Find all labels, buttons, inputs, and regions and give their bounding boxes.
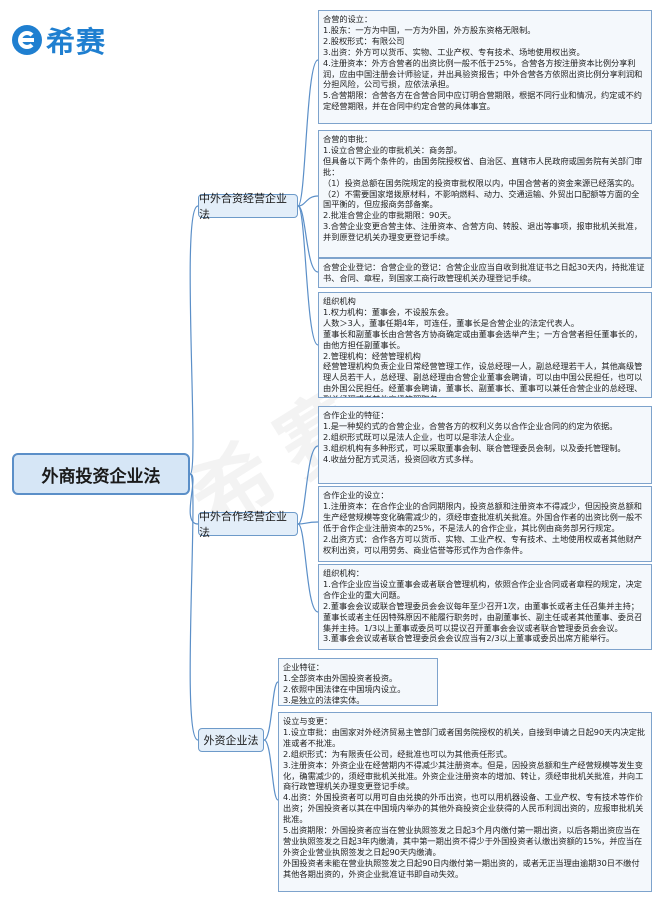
note-title: 组织机构 bbox=[323, 296, 356, 306]
note-box-jv-organization: 组织机构 1.权力机构：董事会，不设股东会。 人数＞3人，董事任期4年，可连任，… bbox=[318, 292, 652, 398]
note-line: 2.董事会会议或联合管理委员会会议每年至少召开1次，由董事长或者主任召集并主持；… bbox=[323, 600, 643, 633]
note-line: （2）不需要国家增拨原材料，不影响燃料、动力、交通运输、外贸出口配额等方面的全国… bbox=[323, 188, 640, 210]
note-box-wfoe-features: 企业特征： 1.全部资本由外国投资者投资。 2.依照中国法律在中国境内设立。 3… bbox=[278, 658, 438, 706]
note-title: 合作企业的特征： bbox=[323, 410, 389, 420]
note-line: 经营管理机构负责企业日常经营管理工作，设总经理一人，副总经理若干人，其他高级管理… bbox=[323, 361, 643, 397]
e-circle-logo-icon bbox=[12, 25, 42, 55]
connector-b1-box2 bbox=[297, 195, 319, 207]
root-node[interactable]: 外商投资企业法 bbox=[12, 453, 190, 495]
connector-b2-box3 bbox=[297, 523, 319, 613]
connector-b1-box1 bbox=[297, 59, 319, 207]
note-line: 合营企业的登记：合营企业应当自收到批准证书之日起30天内，持批准证书、合同、章程… bbox=[323, 262, 645, 283]
note-box-jv-establishment: 合营的设立： 1.股东：一方为中国，一方为外国，外方股东资格无限制。 2.股权形… bbox=[318, 10, 652, 124]
branch-node-contractual-jv[interactable]: 中外合作经营企业法 bbox=[198, 510, 298, 539]
connector-b1-box4 bbox=[297, 205, 319, 346]
note-box-cjv-features: 合作企业的特征： 1.是一种契约式的合营企业，合营各方的权利义务以合作企业合同的… bbox=[318, 406, 652, 484]
branch-node-wfoe[interactable]: 外资企业法 bbox=[198, 728, 264, 752]
logo: 希赛 bbox=[12, 22, 107, 59]
connector-b1-box3 bbox=[297, 205, 319, 273]
note-line: 合营企业登记：合营企业的登记：合营企业应当自收到批准证书之日起30天内，持批准证… bbox=[323, 262, 647, 284]
note-line: 2.依照中国法律在中国境内设立。 bbox=[283, 683, 406, 694]
note-line: 1.合作企业应当设立董事会或者联合管理机构，依照合作企业合同或者章程的规定，决定… bbox=[323, 578, 642, 600]
note-line: 2.管理机构：经营管理机构 bbox=[323, 350, 421, 361]
note-title: 组织机构： bbox=[323, 568, 364, 578]
note-line: 董事长和副董事长由合营各方协商确定或由董事会选举产生；一方合营者担任董事长的，由… bbox=[323, 328, 643, 350]
note-line: 3.组织机构有多种形式，可以采取董事会制、联合管理委员会制，以及委托管理制。 bbox=[323, 442, 626, 453]
connector-b3-box2 bbox=[263, 739, 279, 801]
note-line: 4.注册资本：外方合营者的出资比例一般不低于25%，合营各方按注册资本比例分享利… bbox=[323, 57, 643, 90]
note-title: 合作企业的设立： bbox=[323, 490, 389, 500]
note-line: 2.股权形式：有限公司 bbox=[323, 35, 405, 46]
note-line: 外国投资者未能在营业执照签发之日起90日内缴付第一期出资的，或者无正当理由逾期3… bbox=[283, 857, 640, 879]
note-line: 2.组织形式：为有限责任公司，经批准也可以为其他责任形式。 bbox=[283, 748, 512, 759]
note-line: 1.设立合营企业的审批机关：商务部。 bbox=[323, 144, 462, 155]
branch-node-equity-jv[interactable]: 中外合资经营企业法 bbox=[198, 192, 298, 221]
connector-root-branch2 bbox=[189, 473, 199, 525]
note-title: 企业特征： bbox=[283, 662, 324, 672]
note-title: 合营企业登记： bbox=[323, 262, 381, 272]
note-box-cjv-establishment: 合作企业的设立： 1.注册资本：在合作企业的合同期限内，投资总额和注册资本不得减… bbox=[318, 486, 652, 562]
note-title: 合营的审批： bbox=[323, 134, 373, 144]
note-line: 1.全部资本由外国投资者投资。 bbox=[283, 672, 398, 683]
note-box-jv-approval: 合营的审批： 1.设立合营企业的审批机关：商务部。 但具备以下两个条件的，由国务… bbox=[318, 130, 652, 258]
note-title: 设立与变更： bbox=[283, 716, 333, 726]
note-line: 3.合营企业变更合营主体、注册资本、合营方向、转股、退出等事项，报审批机关批准，… bbox=[323, 221, 642, 243]
note-line: 人数＞3人，董事任期4年，可连任，董事长是合营企业的法定代表人。 bbox=[323, 317, 580, 328]
note-line: 3.董事会会议或者联合管理委员会会议应当有2/3以上董事或委员出席方能举行。 bbox=[323, 633, 615, 644]
note-line: 5.出资期限：外国投资者应当在营业执照签发之日起3个月内缴付第一期出资，以后各期… bbox=[283, 825, 643, 857]
note-line: 4.收益分配方式灵活，投资回收方式多样。 bbox=[323, 453, 479, 464]
note-line: 4.出资：外国投资者可以用可自由兑换的外币出资，也可以用机器设备、工业产权、专有… bbox=[283, 792, 644, 825]
note-box-jv-registration: 合营企业登记：合营企业的登记：合营企业应当自收到批准证书之日起30天内，持批准证… bbox=[318, 258, 652, 288]
connector-b3-box1 bbox=[263, 681, 279, 741]
note-line: 1.权力机构：董事会，不设股东会。 bbox=[323, 306, 454, 317]
note-line: 但具备以下两个条件的，由国务院授权省、自治区、直辖市人民政府或国务院有关部门审批… bbox=[323, 155, 643, 177]
note-line: 5.合营期限：合营各方在合营合同中应订明合营期限，根据不同行业和情况，约定或不约… bbox=[323, 90, 642, 112]
note-line: 3.注册资本：外资企业在经营期内不得减少其注册资本。但是，因投资总额和生产经营规… bbox=[283, 759, 644, 792]
note-line: （1）投资总额在国务院规定的投资审批权限以内，中国合营者的资金来源已经落实的。 bbox=[323, 177, 640, 188]
connector-root-branch1 bbox=[189, 205, 199, 475]
note-title: 合营的设立： bbox=[323, 14, 373, 24]
note-line: 2.组织形式既可以是法人企业，也可以是非法人企业。 bbox=[323, 431, 520, 442]
note-line: 1.是一种契约式的合营企业，合营各方的权利义务以合作企业合同的约定为依据。 bbox=[323, 420, 618, 431]
note-line: 3.是独立的法律实体。 bbox=[283, 694, 365, 705]
note-box-cjv-organization: 组织机构： 1.合作企业应当设立董事会或者联合管理机构，依照合作企业合同或者章程… bbox=[318, 564, 652, 650]
note-line: 1.股东：一方为中国，一方为外国，外方股东资格无限制。 bbox=[323, 24, 536, 35]
connector-root-branch3 bbox=[189, 473, 199, 741]
note-line: 1.设立审批：由国家对外经济贸易主管部门或者国务院授权的机关，自接到申请之日起9… bbox=[283, 726, 646, 748]
connector-b2-box2 bbox=[297, 521, 319, 525]
note-line: 2.批准合营企业的审批期限：90天。 bbox=[323, 210, 456, 221]
note-line: 2.出资方式：合作各方可以货币、实物、工业产权、专有技术、土地使用权或者其他财产… bbox=[323, 533, 642, 555]
note-box-wfoe-establishment: 设立与变更： 1.设立审批：由国家对外经济贸易主管部门或者国务院授权的机关，自接… bbox=[278, 712, 652, 892]
note-line: 1.注册资本：在合作企业的合同期限内，投资总额和注册资本不得减少，但因投资总额和… bbox=[323, 500, 643, 533]
note-line: 3.出资：外方可以货币、实物、工业产权、专有技术、场地使用权出资。 bbox=[323, 46, 585, 57]
logo-text: 希赛 bbox=[46, 25, 107, 59]
connector-b2-box1 bbox=[297, 445, 319, 525]
